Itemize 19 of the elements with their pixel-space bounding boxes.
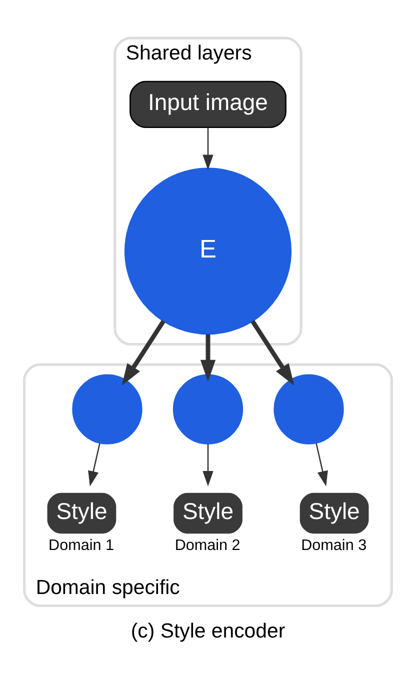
node-box: Style [299, 492, 368, 534]
node-circle [172, 374, 243, 444]
node-circle [72, 374, 142, 444]
node-circle: E [124, 168, 292, 335]
arrow [202, 128, 213, 170]
arrow [202, 444, 213, 486]
caption: (c) Style encoder [130, 620, 285, 642]
node-circle [273, 374, 344, 444]
arrow [200, 334, 216, 382]
node-box: Input image [129, 80, 286, 128]
node-box: Style [173, 492, 242, 534]
node-label: Domain 2 [174, 536, 240, 554]
arrow [88, 443, 100, 486]
arrow [250, 320, 294, 386]
arrow [315, 443, 328, 486]
node-box: Style [46, 492, 116, 534]
node-label: Domain 1 [48, 536, 114, 554]
node-label: Domain 3 [300, 536, 366, 554]
arrow [121, 320, 165, 386]
